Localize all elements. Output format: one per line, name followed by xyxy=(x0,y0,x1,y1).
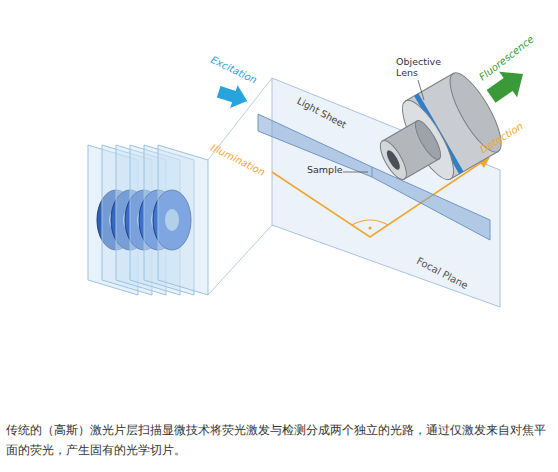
projection-line xyxy=(208,225,272,295)
plane-shape xyxy=(272,78,500,307)
objective-lens xyxy=(364,67,510,203)
sample-hole xyxy=(109,209,123,231)
beam-waist xyxy=(372,167,373,177)
part-label: Sample xyxy=(307,165,352,176)
fluorescence-label: Fluorescence xyxy=(477,19,555,83)
lens-face xyxy=(393,94,462,186)
excitation-arrow xyxy=(215,80,251,112)
right-angle-mark xyxy=(352,220,388,225)
figure-caption: 传统的（高斯）激光片层扫描显微技术将荧光激发与检测分成两个独立的光路，通过仅激发… xyxy=(6,421,554,461)
light-sheet-beam xyxy=(258,114,490,240)
nose-face xyxy=(375,137,411,183)
detection-label: Detection xyxy=(478,109,543,156)
sample-slice xyxy=(125,190,163,250)
slice-stack xyxy=(88,78,272,295)
lens-ring xyxy=(414,94,463,174)
sample-slice xyxy=(97,190,135,250)
illumination-path xyxy=(272,162,482,237)
excitation-label: Excitation xyxy=(209,54,286,99)
sample-slice xyxy=(153,190,191,250)
right-angle-dot xyxy=(368,226,371,229)
lens-nose xyxy=(382,121,439,179)
sample-hole xyxy=(137,209,151,231)
lens-step xyxy=(411,117,445,162)
leader-line xyxy=(343,172,368,173)
sample-slice xyxy=(111,190,149,250)
slice-panel xyxy=(88,145,138,295)
slice-panel xyxy=(130,145,180,295)
sample-hole xyxy=(151,209,165,231)
part-label: Light Sheet xyxy=(295,96,362,139)
sample-hole xyxy=(165,209,179,231)
leader-line xyxy=(418,80,424,100)
slice-panel xyxy=(144,145,194,295)
detection-arrowhead xyxy=(478,157,490,168)
illumination-label: Illumination xyxy=(209,142,286,187)
front-lens xyxy=(384,148,402,171)
slice-panel xyxy=(158,145,208,295)
slice-panel xyxy=(102,145,152,295)
lens-body xyxy=(406,74,499,179)
part-label: Objective Lens xyxy=(396,57,446,79)
sample-hole xyxy=(123,209,137,231)
sample-slice xyxy=(139,190,177,250)
slice-panel xyxy=(116,145,166,295)
